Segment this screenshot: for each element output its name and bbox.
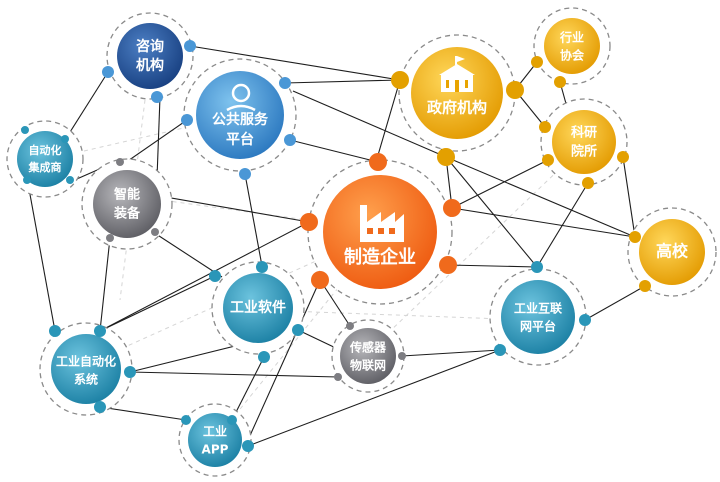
node-university[interactable]: 高校 (627, 207, 717, 297)
node-industrial-app[interactable]: 工业 APP (178, 403, 252, 477)
node-industrial-internet-line1: 工业互联 (514, 301, 562, 316)
node-research-institute[interactable]: 科研 院所 (540, 98, 628, 186)
node-public-service-platform[interactable]: 公共服务 平台 (183, 58, 297, 172)
node-sensor-iot-line2: 物联网 (350, 358, 386, 373)
node-industrial-automation-line2: 系统 (74, 372, 98, 387)
node-public-service-line1: 公共服务 (212, 111, 269, 128)
connector-dots-blue (102, 40, 296, 180)
node-government[interactable]: 政府机构 (398, 34, 516, 152)
public-service-icon (226, 83, 256, 112)
node-industrial-software-line1: 工业软件 (230, 299, 286, 316)
connector-dots-gold (391, 56, 651, 292)
node-government-line1: 政府机构 (427, 99, 487, 117)
node-smart-equipment-line2: 装备 (113, 206, 141, 222)
node-industrial-software[interactable]: 工业软件 (211, 261, 305, 355)
node-public-service-line2: 平台 (226, 131, 254, 148)
node-industrial-app-line2: APP (202, 443, 229, 457)
node-consulting-line2: 机构 (136, 57, 164, 74)
node-consulting-line1: 咨询 (136, 38, 164, 55)
connector-dots-gray (106, 158, 406, 381)
node-consulting[interactable]: 咨询 机构 (106, 12, 194, 100)
connector-dots-orange (300, 153, 461, 289)
connector-dots-teal (21, 126, 591, 452)
node-research-line2: 院所 (571, 144, 597, 160)
factory-icon (360, 205, 404, 242)
node-industrial-automation-line1: 工业自动化 (56, 354, 116, 369)
node-industry-association[interactable]: 行业 协会 (533, 7, 611, 85)
node-industrial-internet-line2: 网平台 (520, 319, 556, 334)
node-smart-equipment-line1: 智能 (114, 187, 140, 203)
node-industry-assoc-line1: 行业 (559, 30, 584, 45)
node-manufacturing-enterprise[interactable]: 制造企业 (307, 159, 453, 305)
node-industrial-automation-system[interactable]: 工业自动化 系统 (39, 322, 133, 416)
node-manufacturing-line1: 制造企业 (344, 246, 416, 268)
node-sensor-iot[interactable]: 传感器 物联网 (331, 319, 405, 393)
node-automation-integrator-line2: 集成商 (28, 160, 62, 174)
node-sensor-iot-line1: 传感器 (349, 340, 387, 355)
node-research-line1: 科研 (571, 125, 597, 141)
node-smart-equipment[interactable]: 智能 装备 (81, 158, 173, 250)
node-industrial-app-line1: 工业 (203, 424, 227, 439)
node-automation-integrator-line1: 自动化 (29, 143, 62, 157)
node-industrial-internet-platform[interactable]: 工业互联 网平台 (489, 268, 587, 366)
node-industry-assoc-line2: 协会 (560, 48, 585, 63)
government-building-icon (439, 56, 475, 92)
node-automation-integrator[interactable]: 自动化 集成商 (6, 120, 84, 198)
node-university-line1: 高校 (656, 242, 689, 261)
